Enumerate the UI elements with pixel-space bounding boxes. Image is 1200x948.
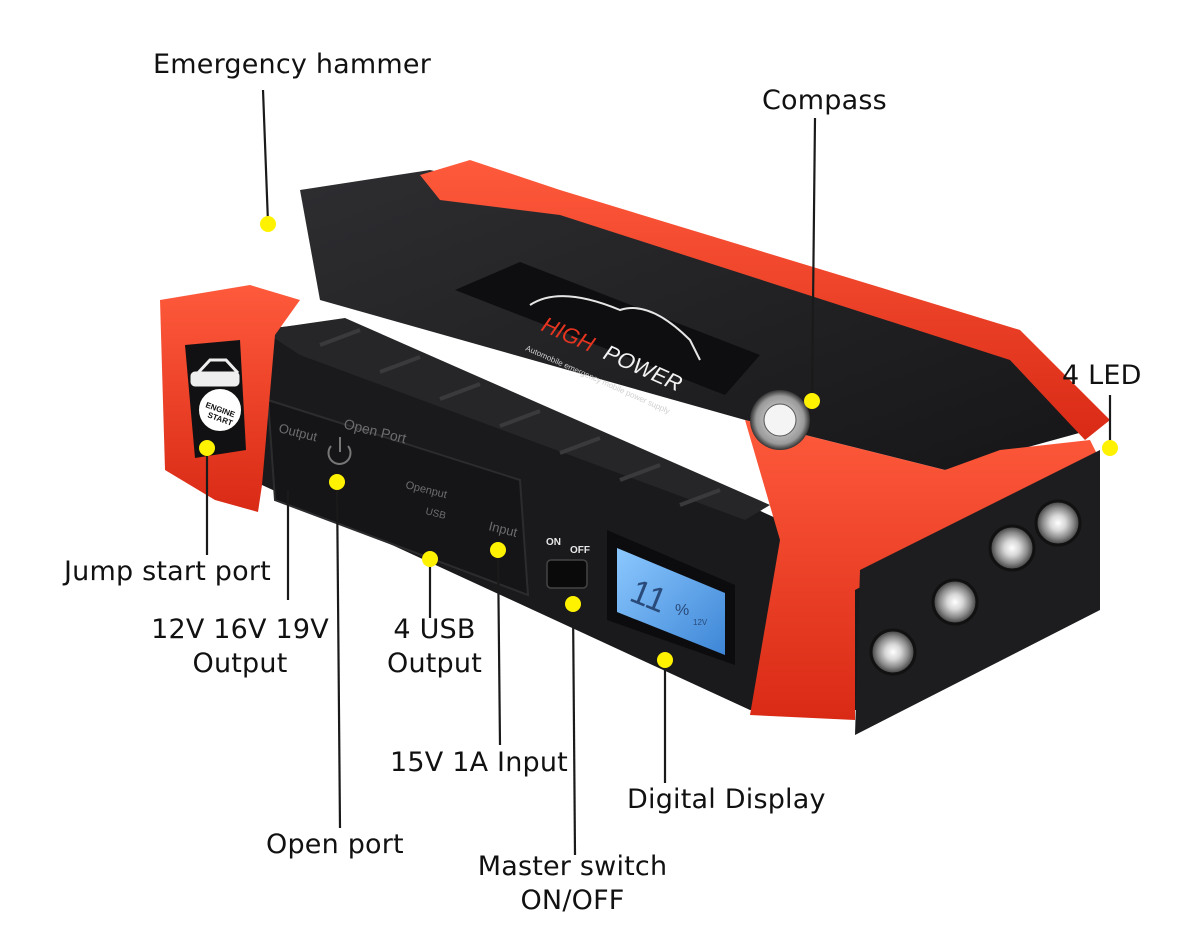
callout-usb-line2: Output [387,648,482,679]
panel-usb: USB [424,506,447,522]
led-lamp-3 [931,578,979,626]
callout-master-switch-line1: Master switch [477,851,668,882]
marker-master-switch [565,596,581,612]
back-bumper [420,160,1110,440]
port-cover [266,398,530,597]
leader-input [496,549,502,746]
led-lamp-1 [1034,499,1082,547]
callout-output-line2: Output [192,648,288,679]
switch-off-label: OFF [570,545,590,556]
marker-emergency-hammer [260,216,276,232]
car-icon [190,358,240,387]
digital-display [617,548,725,655]
callout-usb-output: 4 USB Output [372,613,497,681]
ridge-ribs [319,328,721,507]
marker-open-port [329,474,345,490]
panel-input: Input [487,518,519,540]
leader-master-switch [571,603,577,856]
led-lamp-4 [869,628,917,676]
leader-open-port [335,481,342,829]
power-bank-body [160,160,1110,735]
marker-input [490,542,506,558]
callout-master-switch: Master switch ON/OFF [470,850,675,918]
marker-dots [199,216,1118,668]
callout-jump-start-port: Jump start port [64,556,271,587]
car-silhouette-icon [529,295,701,361]
leader-lines [205,89,1112,856]
top-surface [300,170,1090,470]
callout-input: 15V 1A Input [390,747,568,778]
marker-jump-start [199,440,215,456]
callout-digital-display: Digital Display [627,784,826,815]
callout-led: 4 LED [1062,360,1142,391]
marker-usb [422,551,438,567]
leader-emergency-hammer [261,89,270,224]
lcd-percent: % [675,602,689,619]
marker-led [1102,440,1118,456]
lcd-voltage: 12V [693,618,708,627]
leader-compass [810,117,817,401]
logo-plate [455,262,760,395]
compass-dial [763,403,797,437]
power-icon [327,437,352,465]
marker-digital-display [657,652,673,668]
switch-on-label: ON [546,537,561,548]
callout-usb-line1: 4 USB [393,614,476,645]
callout-output: 12V 16V 19V Output [145,613,335,681]
callout-compass: Compass [762,85,887,116]
marker-compass [804,393,820,409]
master-switch[interactable] [546,559,588,589]
callout-master-switch-line2: ON/OFF [520,885,625,916]
callout-emergency-hammer: Emergency hammer [153,49,432,80]
led-lamp-2 [988,524,1036,572]
callout-output-line1: 12V 16V 19V [151,614,329,645]
engine-start-button[interactable] [197,387,243,433]
callout-open-port: Open port [266,829,404,860]
